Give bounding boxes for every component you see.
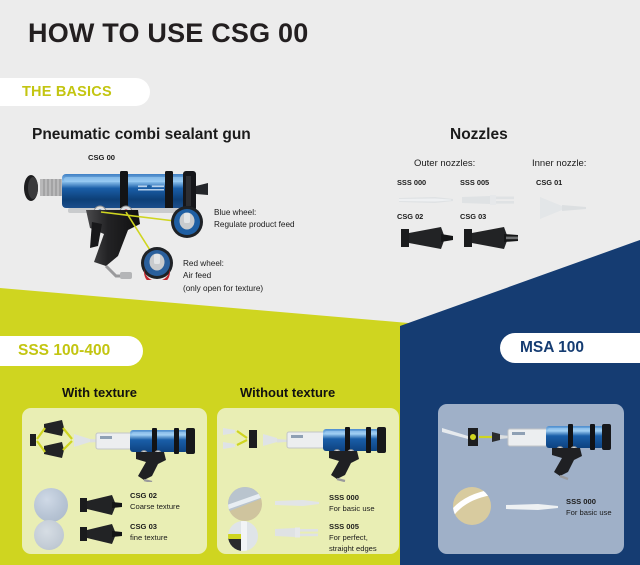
nozzle-sss-000: SSS 000 xyxy=(397,178,457,208)
nozzle-csg-01-icon xyxy=(540,197,586,219)
bead-sample-edge xyxy=(228,521,258,551)
with-texture-item-2-code: CSG 03 xyxy=(130,522,158,531)
nozzle-csg-03-label: CSG 03 xyxy=(460,212,487,221)
page-title: HOW TO USE CSG 00 xyxy=(28,18,309,48)
bead-sample-beige xyxy=(453,487,491,525)
msa-nozzle-sss-000-icon xyxy=(506,504,558,510)
nozzle-sss-005-label: SSS 005 xyxy=(460,178,490,187)
heading-without-texture: Without texture xyxy=(240,385,336,400)
heading-outer-nozzles: Outer nozzles: xyxy=(414,158,476,169)
sealant-gun-illustration xyxy=(24,171,208,279)
heading-sealant-gun: Pneumatic combi sealant gun xyxy=(32,126,251,143)
nozzle-csg-03-icon xyxy=(464,227,518,249)
callout-red-wheel-title: Red wheel: xyxy=(183,259,224,268)
with-texture-item-2: CSG 03 fine texture xyxy=(130,521,168,543)
heading-inner-nozzle: Inner nozzle: xyxy=(532,158,587,169)
badge-the-basics: THE BASICS xyxy=(0,78,150,106)
heading-with-texture: With texture xyxy=(62,385,137,400)
with-texture-item-1-code: CSG 02 xyxy=(130,491,158,500)
without-texture-nozzle-sss-000-icon xyxy=(275,500,319,506)
blue-wheel-photo xyxy=(171,206,203,238)
nozzle-csg-02-icon xyxy=(401,227,453,249)
without-texture-nozzle-sss-005-icon xyxy=(275,527,318,538)
texture-sample-fine xyxy=(34,520,64,550)
without-texture-assembly-diagram xyxy=(223,427,386,482)
badge-sss-100-400: SSS 100-400 xyxy=(0,336,143,366)
nozzle-sss-005: SSS 005 xyxy=(460,178,520,208)
red-wheel-photo xyxy=(141,247,173,280)
heading-nozzles: Nozzles xyxy=(450,126,508,143)
with-texture-assembly-diagram xyxy=(30,420,195,482)
with-texture-item-2-desc: fine texture xyxy=(130,533,168,542)
without-texture-item-2-desc-line-1: For perfect, xyxy=(329,533,368,542)
card-without-texture: SSS 000 For basic use SSS 005 For perfec… xyxy=(217,408,399,554)
callout-red-wheel-line-1: Air feed xyxy=(183,271,212,281)
with-texture-item-1-desc: Coarse texture xyxy=(130,502,180,511)
badge-msa-100-label: MSA 100 xyxy=(520,339,585,356)
badge-msa-100: MSA 100 xyxy=(500,333,640,363)
badge-the-basics-label: THE BASICS xyxy=(22,84,112,100)
callout-blue-wheel-title: Blue wheel: xyxy=(214,208,257,217)
msa-item-1-code: SSS 000 xyxy=(566,497,596,506)
nozzle-sss-000-icon xyxy=(399,197,453,203)
msa-item-1: SSS 000 For basic use xyxy=(566,496,612,518)
nozzle-csg-01-label: CSG 01 xyxy=(536,178,563,187)
callout-red-wheel: Red wheel: Air feed (only open for textu… xyxy=(183,258,263,295)
nozzle-csg-02: CSG 02 xyxy=(397,212,457,251)
with-texture-nozzle-csg-02-icon xyxy=(80,495,122,515)
without-texture-item-2-desc-line-2: straight edges xyxy=(329,544,377,553)
callout-red-wheel-line-2: (only open for texture) xyxy=(183,283,264,293)
label-csg-00: CSG 00 xyxy=(88,153,116,162)
nozzle-csg-01: CSG 01 xyxy=(536,178,592,223)
with-texture-nozzle-csg-03-icon xyxy=(80,524,122,544)
card-msa-100: SSS 000 For basic use xyxy=(438,404,624,554)
msa-assembly-diagram xyxy=(442,424,611,481)
callout-blue-wheel: Blue wheel: Regulate product feed xyxy=(214,207,295,232)
callout-blue-wheel-line-1: Regulate product feed xyxy=(214,220,295,230)
badge-sss-100-400-label: SSS 100-400 xyxy=(18,342,111,359)
bead-sample-corner xyxy=(228,487,262,521)
nozzle-csg-02-label: CSG 02 xyxy=(397,212,424,221)
without-texture-item-1-code: SSS 000 xyxy=(329,493,359,502)
nozzle-sss-005-icon xyxy=(462,195,514,205)
card-with-texture: CSG 02 Coarse texture CSG 03 fine textur… xyxy=(22,408,207,554)
without-texture-item-2: SSS 005 For perfect, straight edges xyxy=(329,521,377,554)
without-texture-item-1-desc: For basic use xyxy=(329,504,375,513)
nozzle-csg-03: CSG 03 xyxy=(460,212,520,251)
msa-item-1-desc: For basic use xyxy=(566,508,612,517)
with-texture-item-1: CSG 02 Coarse texture xyxy=(130,490,180,512)
texture-sample-coarse xyxy=(34,488,68,522)
without-texture-item-2-code: SSS 005 xyxy=(329,522,359,531)
nozzle-sss-000-label: SSS 000 xyxy=(397,178,427,187)
without-texture-item-1: SSS 000 For basic use xyxy=(329,492,375,514)
